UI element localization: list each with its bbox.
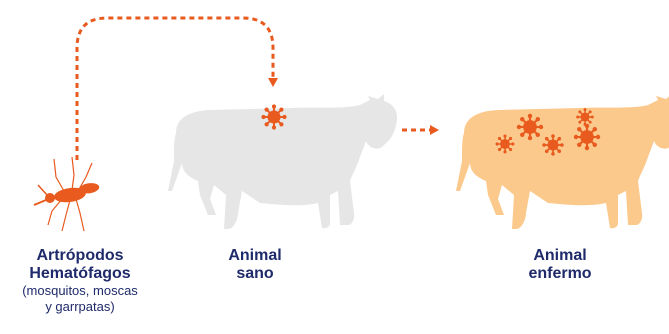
arthropods-note-line1: (mosquitos, moscas bbox=[10, 283, 150, 299]
virus-icon bbox=[262, 105, 286, 129]
sick-label-line2: enfermo bbox=[505, 265, 615, 283]
virus-icon bbox=[574, 124, 599, 149]
sick-animal-label: Animal enfermo bbox=[505, 247, 615, 283]
virus-icon bbox=[496, 135, 514, 153]
virus-icon bbox=[517, 114, 542, 139]
sick-label-line1: Animal bbox=[505, 247, 615, 265]
virus-icon bbox=[543, 135, 564, 156]
virus-icon bbox=[577, 109, 594, 126]
arthropods-title-line1: Artrópodos bbox=[10, 247, 150, 265]
healthy-animal-label: Animal sano bbox=[200, 247, 310, 283]
progression-arrow bbox=[402, 125, 439, 135]
healthy-label-line1: Animal bbox=[200, 247, 310, 265]
arthropods-label: Artrópodos Hematófagos (mosquitos, mosca… bbox=[10, 247, 150, 315]
mosquito-icon bbox=[34, 157, 100, 231]
healthy-cow-icon bbox=[168, 94, 397, 229]
transmission-arrowhead bbox=[268, 78, 278, 87]
healthy-label-line2: sano bbox=[200, 265, 310, 283]
arthropods-title-line2: Hematófagos bbox=[10, 265, 150, 283]
arthropods-note-line2: y garrpatas) bbox=[10, 299, 150, 315]
sick-cow-icon bbox=[456, 94, 669, 229]
